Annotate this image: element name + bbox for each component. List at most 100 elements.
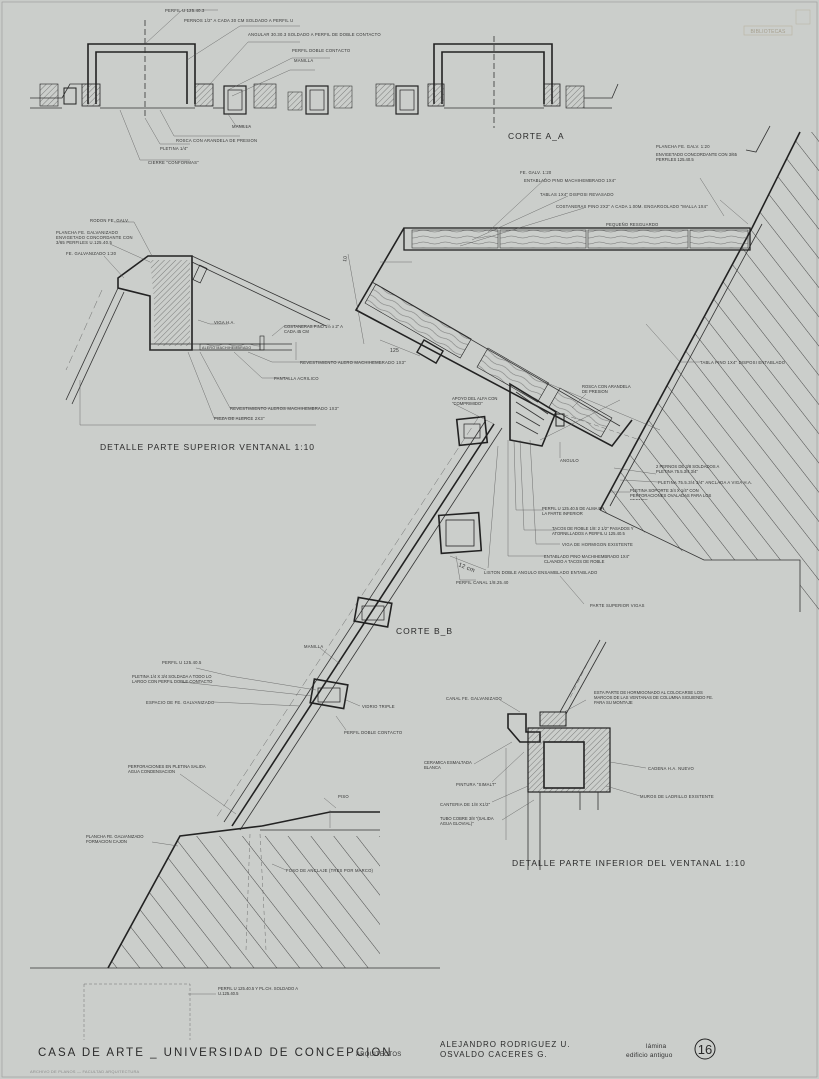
label-i4: PINTURA "SIMALT" — [456, 782, 497, 787]
label-b11: ANGULO — [560, 458, 579, 463]
label-s1: RODON FE. GALV. — [90, 218, 129, 223]
label-s5: COSTANERAS PINO 1½ x 2" A CADA 45 CM — [284, 324, 343, 334]
label-b22: PERFIL U 125.40.5 — [162, 660, 202, 665]
label-b16-wrap: TACOS DE ROBLE 1/8: 2 1/2" PASADOS Y ATO… — [552, 526, 633, 536]
label-a8: PLETINA 1/4" — [160, 146, 188, 151]
label-s10: PIEZA DE ALERCE 2X3" — [214, 416, 265, 421]
title-block: CASA DE ARTE _ UNIVERSIDAD DE CONCEPCION… — [30, 1038, 716, 1074]
architects-label: ARQUITECTOS — [356, 1052, 401, 1058]
label-b25: MANILLA — [304, 644, 323, 649]
corte-bb-drawing — [30, 125, 819, 1040]
leader-b25 — [319, 647, 341, 665]
detalle-inferior-title: DETALLE PARTE INFERIOR DEL VENTANAL 1:10 — [512, 858, 746, 868]
label-a1: PERFIL U 125.40.3 — [165, 8, 205, 13]
leader-b27 — [335, 715, 347, 731]
leader-b26 — [345, 699, 361, 707]
corte-aa-drawing — [30, 9, 619, 161]
leader-b20 — [455, 555, 476, 581]
label-i3: CERAMICA ESMALTADA BLANCA — [424, 760, 472, 770]
label-b6: COSTANERAS PINO 2X2" A CADA 1.00M. ENGAR… — [556, 204, 708, 209]
leader-b16 — [519, 439, 556, 531]
leader-b21 — [559, 575, 585, 605]
leader-b24 — [213, 701, 301, 707]
label-i7: CADENA H.A. NUEVO — [648, 766, 695, 771]
footer-note: ARCHIVO DE PLANOS — FACULTAD ARQUITECTUR… — [30, 1069, 140, 1074]
leader-s8 — [233, 351, 290, 379]
detalle-inferior-drawing — [505, 639, 611, 870]
label-b2: ENVIGETADO CONCORDANTE CON 3/65 PERFILES… — [656, 152, 737, 162]
watermark-logo: BIBLIOTECAS — [743, 9, 811, 36]
label-b23-wrap: PLETINA 1/4 X 3/4 SOLDADA A TODO LO LARG… — [132, 674, 213, 684]
label-b28: PERFORACIONES EN PLETINA SALIDA AGUA CON… — [128, 764, 206, 774]
label-b14: PLETINA SOPORTE 3/4 X 1/4" CON PERFORACI… — [630, 488, 712, 500]
leader-b22 — [195, 667, 317, 691]
label-b12-wrap: 2 PERNOS DE 3/8 SOLDADOS A PLETINA 75.5.… — [656, 464, 720, 474]
label-b23: PLETINA 1/4 X 3/4 SOLDADA A TODO LO LARG… — [132, 674, 213, 684]
label-b29: PISO — [338, 794, 349, 799]
dimension-125: 125 — [390, 348, 399, 354]
label-i8: MUROS DE LADRILLO EXISTENTE — [640, 794, 714, 799]
project-title: CASA DE ARTE _ UNIVERSIDAD DE CONCEPCION — [38, 1047, 393, 1059]
label-b15-wrap: PERFIL U 125.40.5 DE ALMA EN LA PARTE IN… — [542, 506, 605, 516]
leader-b6 — [459, 207, 585, 247]
leader-s4 — [197, 319, 228, 325]
label-b27: PERFIL DOBLE CONTACTO — [344, 730, 403, 735]
label-s2-wrap: PLANCHA FE. GALVANIZADO ENVIGETADO CONCO… — [56, 230, 133, 245]
label-b15: PERFIL U 125.40.5 DE ALMA EN LA PARTE IN… — [542, 506, 605, 516]
leader-s2 — [109, 243, 151, 263]
label-b26: VIDRIO TRIPLE — [362, 704, 395, 709]
label-b18: ENTABLADO PINO MACHIHEMBRADO 1X4" CLAVAD… — [544, 554, 630, 564]
label-b12: 2 PERNOS DE 3/8 SOLDADOS A PLETINA 75.5.… — [656, 464, 720, 474]
leader-b17 — [529, 439, 560, 545]
label-b24: ESPACIO DE FE. GALVANIZADO — [146, 700, 215, 705]
svg-text:BIBLIOTECAS: BIBLIOTECAS — [751, 29, 786, 35]
label-a4: PERFIL DOBLE CONTACTO — [292, 48, 351, 53]
leader-b15 — [513, 439, 544, 511]
leader-s5 — [271, 325, 316, 337]
sheet-number: 16 — [698, 1042, 712, 1057]
label-s7: REVESTIMIENTO ALERO MACHIHEMBRADO 1X3" — [300, 360, 406, 365]
leader-s1 — [114, 221, 153, 257]
detalle-superior-title: DETALLE PARTE SUPERIOR VENTANAL 1:10 — [100, 442, 315, 452]
label-a2: PERNOS 1/2" A CADA 30 CM SOLDADO A PERFI… — [184, 18, 293, 23]
corte-aa-title: CORTE A_A — [508, 131, 565, 141]
label-s9: REVESTIMIENTO ALEROS MACHIHEMBRADO 1X3" — [230, 406, 339, 411]
leader-b10 — [453, 403, 495, 425]
label-a7: ROSCA CON ARANDELA DE PRESION — [176, 138, 257, 143]
label-b2-wrap: ENVIGETADO CONCORDANTE CON 3/65 PERFILES… — [656, 152, 737, 162]
label-a3: ANGULAR 30.30.3 SOLDADO A PERFIL DE DOBL… — [248, 32, 381, 37]
label-b10: APOYO DEL ALFA CON "COMPRIMIDO" — [452, 396, 498, 406]
leader-b1 — [699, 177, 725, 217]
label-s6: ALERO MACHIHEMBRADO — [202, 346, 251, 350]
leader-b12 — [613, 467, 657, 475]
label-b5: TABLAS 1X4" DISPOSI REVASADO — [540, 192, 614, 197]
label-b20: PERFIL CANAL 1/8.25.40 — [456, 580, 509, 585]
label-a5: MANILLA — [294, 58, 313, 63]
label-i5: CANTERIA DE 1/8 X1/2" — [440, 802, 491, 807]
leader-b28 — [179, 773, 237, 815]
architect-2: OSVALDO CACERES G. — [440, 1050, 548, 1059]
label-b13: PLETINA 75.5.3/4 3/4" ANCLADA A VIGA H.A… — [658, 480, 752, 485]
leader-b31 — [271, 863, 287, 871]
leader-s7 — [199, 351, 320, 409]
label-b9: ROSCA CON ARANDELA DE PRESION — [582, 384, 631, 394]
leader-i1 — [499, 699, 521, 713]
corte-bb-title: CORTE B_B — [396, 626, 453, 636]
leader-i6 — [501, 799, 535, 821]
label-i6-wrap: TUBO COBRE 3/8 "(SALIDA AGUA GLOVIAL)" — [440, 816, 493, 826]
label-a9: CIERRE "CONFORMAS" — [148, 160, 199, 165]
leader-b4 — [487, 177, 547, 233]
label-s8: PANTALLA ACRILICO — [274, 376, 319, 381]
label-i1: CANAL FE. GALVANIZADO — [446, 696, 503, 701]
leader-i8 — [605, 785, 641, 797]
dimension-10: 10 — [342, 255, 349, 262]
leader-s6 — [247, 351, 380, 363]
label-s4: VIGA H.A. — [214, 320, 235, 325]
label-s3: FE. GALVANIZADO 1:20 — [66, 251, 117, 256]
leader-i7 — [609, 761, 647, 769]
label-b3: FE. GALV. 1:20 — [520, 170, 552, 175]
label-b9-wrap: ROSCA CON ARANDELA DE PRESION — [582, 384, 631, 394]
label-b32: PERFIL U 125.40.5 Y PL.CH. SOLDADO A U.1… — [218, 986, 298, 996]
label-s2: PLANCHA FE. GALVANIZADO ENVIGETADO CONCO… — [56, 230, 133, 245]
